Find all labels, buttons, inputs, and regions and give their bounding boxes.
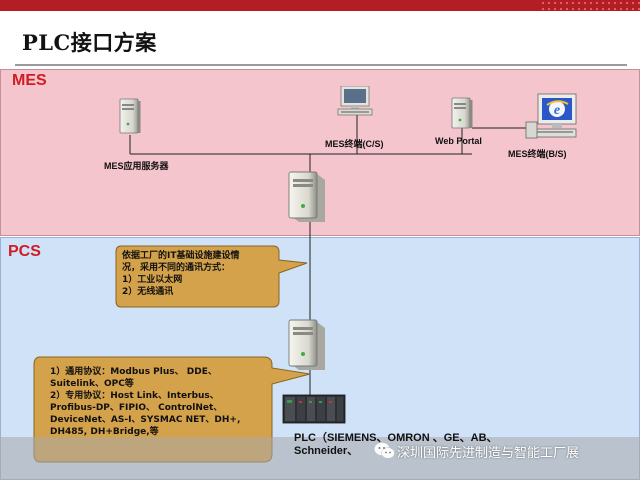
mes-app-server-label: MES应用服务器 xyxy=(104,161,169,171)
callout-it-line: 2）无线通讯 xyxy=(122,287,174,297)
callout-it-line: 依据工厂的IT基础设施建设情 xyxy=(122,251,240,261)
callout-protocols-line: DeviceNet、AS-I、SYSMAC NET、DH+, xyxy=(50,415,241,425)
callout-it-line: 1）工业以太网 xyxy=(122,275,183,285)
callout-protocols-line: DH485, DH+Bridge,等 xyxy=(50,427,159,437)
callout-it-shape xyxy=(115,245,308,308)
page-title: PLC接口方案 xyxy=(22,30,157,55)
plc-label-line: PLC（SIEMENS、OMRON 、GE、AB、 xyxy=(294,432,498,444)
web-portal-label: Web Portal xyxy=(435,136,482,146)
mes-cs-terminal-label: MES终端(C/S) xyxy=(325,139,384,149)
server-icon xyxy=(288,171,325,222)
mes-zone-label: MES xyxy=(12,72,47,89)
plc-label-line: Schneider、 xyxy=(294,445,359,457)
watermark-band xyxy=(0,437,640,480)
header-pattern xyxy=(540,0,640,11)
pcs-zone-label: PCS xyxy=(8,243,41,260)
header-bar xyxy=(0,0,640,11)
server-icon xyxy=(451,97,473,129)
plc-vendors-label: PLC（SIEMENS、OMRON 、GE、AB、 Schneider、 xyxy=(294,432,498,458)
plc-rack-icon xyxy=(282,394,346,424)
callout-protocols-line: 2）专用协议：Host Link、Interbus、 xyxy=(50,391,219,401)
callout-protocols-text: 1）通用协议：Modbus Plus、 DDE、 Suitelink、OPC等 … xyxy=(50,366,240,438)
wechat-icon xyxy=(374,442,395,459)
callout-it-line: 况，采用不同的通讯方式： xyxy=(122,263,231,273)
server-icon xyxy=(119,98,141,134)
callout-protocols-line: Profibus-DP、FIPIO、 ControlNet、 xyxy=(50,403,223,413)
watermark-text: 深圳国际先进制造与智能工厂展 xyxy=(397,446,580,461)
callout-protocols-line: 1）通用协议：Modbus Plus、 DDE、 xyxy=(50,367,217,377)
server-icon xyxy=(288,319,325,370)
title-divider xyxy=(15,64,627,66)
callout-protocols-line: Suitelink、OPC等 xyxy=(50,379,134,389)
svg-text:e: e xyxy=(554,103,560,118)
mes-bs-terminal-label: MES终端(B/S) xyxy=(508,149,567,159)
web-browser-computer-icon: e xyxy=(525,93,577,139)
desktop-computer-icon xyxy=(337,86,373,116)
callout-it-text: 依据工厂的IT基础设施建设情 况，采用不同的通讯方式： 1）工业以太网 2）无线… xyxy=(122,250,240,298)
